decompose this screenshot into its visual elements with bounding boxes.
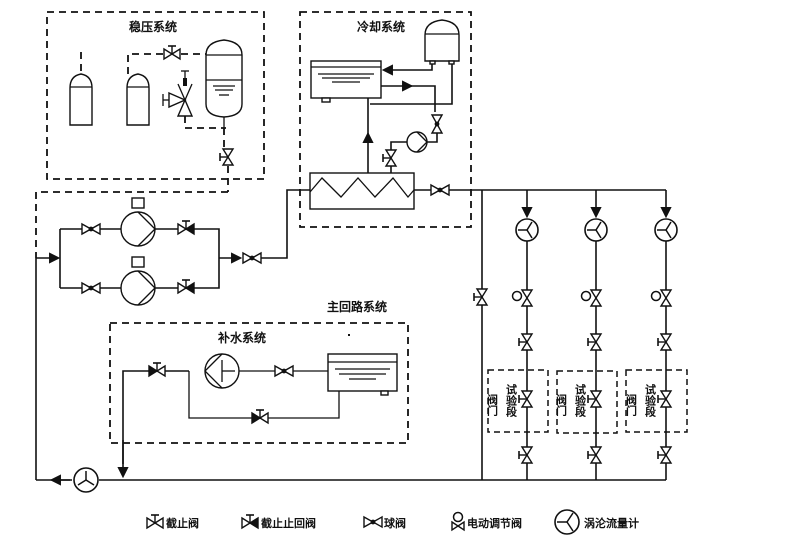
branch3-inlet-valve[interactable]: [657, 333, 672, 351]
safety-valve[interactable]: [162, 70, 194, 117]
main-loop-title: 主回路系统: [327, 299, 387, 314]
branch3-outlet-valve[interactable]: [657, 446, 672, 464]
pressurizer-system: 稳压系统: [46, 11, 265, 192]
globe-check-valve-icon: [241, 514, 259, 529]
cooling-valve[interactable]: [431, 114, 443, 134]
legend-item-globe-check-valve: 截止止回阀: [241, 514, 316, 530]
cooling-system: 冷却系统: [299, 11, 472, 228]
legend-item-turbine-flowmeter: 涡沦流量计: [554, 509, 639, 535]
makeup-pump: [204, 353, 240, 389]
cooling-boundary: [299, 11, 472, 228]
cooling-head-tank: [424, 19, 460, 65]
turbine-flowmeter-2: [584, 218, 608, 242]
pump2-inlet-valve[interactable]: [81, 282, 101, 294]
test-branch-2: [556, 190, 618, 480]
legend-item-globe-valve: 截止阀: [146, 514, 199, 530]
turbine-flowmeter-3: [654, 218, 678, 242]
turbine-flowmeter-1: [515, 218, 539, 242]
motor-control-valve-3[interactable]: [650, 289, 672, 307]
test-box-labels: 阀门 试验段 阀门 试验段 阀门 试验段: [486, 383, 657, 418]
pump1-inlet-valve[interactable]: [81, 223, 101, 235]
makeup-boundary: [109, 322, 409, 444]
branch2-inlet-valve[interactable]: [587, 333, 602, 351]
main-turbine-flowmeter: [73, 467, 99, 493]
test-branch-1: [487, 190, 549, 480]
branch2-test-valve[interactable]: [587, 390, 602, 408]
test-section-branches: 阀门 试验段 阀门 试验段 阀门 试验段: [473, 189, 688, 480]
pressurizer-title: 稳压系统: [129, 19, 177, 34]
legend-label: 截止止回阀: [261, 516, 316, 530]
section-label-3: 试验段: [644, 383, 657, 418]
motor-icon: [452, 511, 464, 523]
branch1-outlet-valve[interactable]: [518, 446, 533, 464]
legend-label: 球阀: [384, 516, 406, 530]
pressurizer-connection: [35, 191, 228, 258]
section-label-2: 试验段: [574, 383, 587, 418]
main-pump-1: [120, 197, 156, 247]
branch3-test-valve[interactable]: [657, 390, 672, 408]
control-valve-icon: [451, 520, 465, 532]
ball-valve-icon: [363, 516, 383, 528]
makeup-check-valve[interactable]: [148, 362, 166, 377]
branch1-inlet-valve[interactable]: [518, 333, 533, 351]
valve-label-2: 阀门: [555, 393, 568, 417]
legend: 截止阀 截止止回阀 球阀 电动调节阀 涡沦流量计: [146, 509, 639, 535]
heat-exchanger: [309, 172, 415, 210]
main-pump-2: [120, 256, 156, 306]
test-box-1: [487, 369, 549, 433]
gas-bottle-2: [126, 73, 150, 126]
hx-outlet-valve[interactable]: [430, 184, 450, 196]
pressurizer-outlet-valve[interactable]: [219, 148, 234, 166]
cooling-pump-valve[interactable]: [382, 149, 397, 167]
legend-label: 涡沦流量计: [584, 516, 639, 530]
cooling-pump: [406, 131, 428, 153]
pressurizer-boundary: [46, 11, 265, 180]
turbine-flowmeter-icon: [554, 509, 580, 535]
valve-label-1: 阀门: [486, 393, 499, 417]
makeup-ball-valve[interactable]: [274, 365, 294, 377]
main-loop-return: 主回路系统: [35, 258, 666, 493]
pump1-check-valve[interactable]: [177, 220, 195, 235]
legend-item-motor-control-valve: [451, 511, 465, 532]
branch2-outlet-valve[interactable]: [587, 446, 602, 464]
makeup-bypass-valve[interactable]: [251, 409, 269, 424]
legend-label: 截止阀: [166, 516, 199, 530]
test-box-2: [556, 370, 618, 434]
pump-outlet-valve[interactable]: [242, 252, 262, 264]
legend-item-ball-valve: 球阀: [363, 516, 406, 530]
pressurizer-inlet-valve[interactable]: [163, 45, 181, 60]
motor-control-valve-2[interactable]: [580, 289, 602, 307]
motor-control-valve-1[interactable]: [511, 289, 533, 307]
pump2-check-valve[interactable]: [177, 279, 195, 294]
makeup-title: 补水系统: [217, 330, 266, 345]
legend-label: 电动调节阀: [467, 516, 522, 530]
cooling-title: 冷却系统: [357, 19, 405, 34]
main-pump-group: [36, 189, 310, 306]
gas-bottle-1: [69, 52, 93, 126]
makeup-water-system: 补水系统: [109, 322, 409, 479]
section-label-1: 试验段: [505, 383, 518, 418]
pressurizer-tank: [205, 39, 243, 118]
branch1-test-valve[interactable]: [518, 390, 533, 408]
valve-label-3: 阀门: [625, 393, 638, 417]
test-box-3: [625, 369, 688, 433]
cooling-water-tank: [310, 60, 382, 103]
test-branch-3: [625, 190, 688, 480]
globe-valve-icon: [146, 514, 164, 529]
makeup-water-tank: [327, 353, 398, 396]
bypass-valve[interactable]: [473, 288, 488, 306]
